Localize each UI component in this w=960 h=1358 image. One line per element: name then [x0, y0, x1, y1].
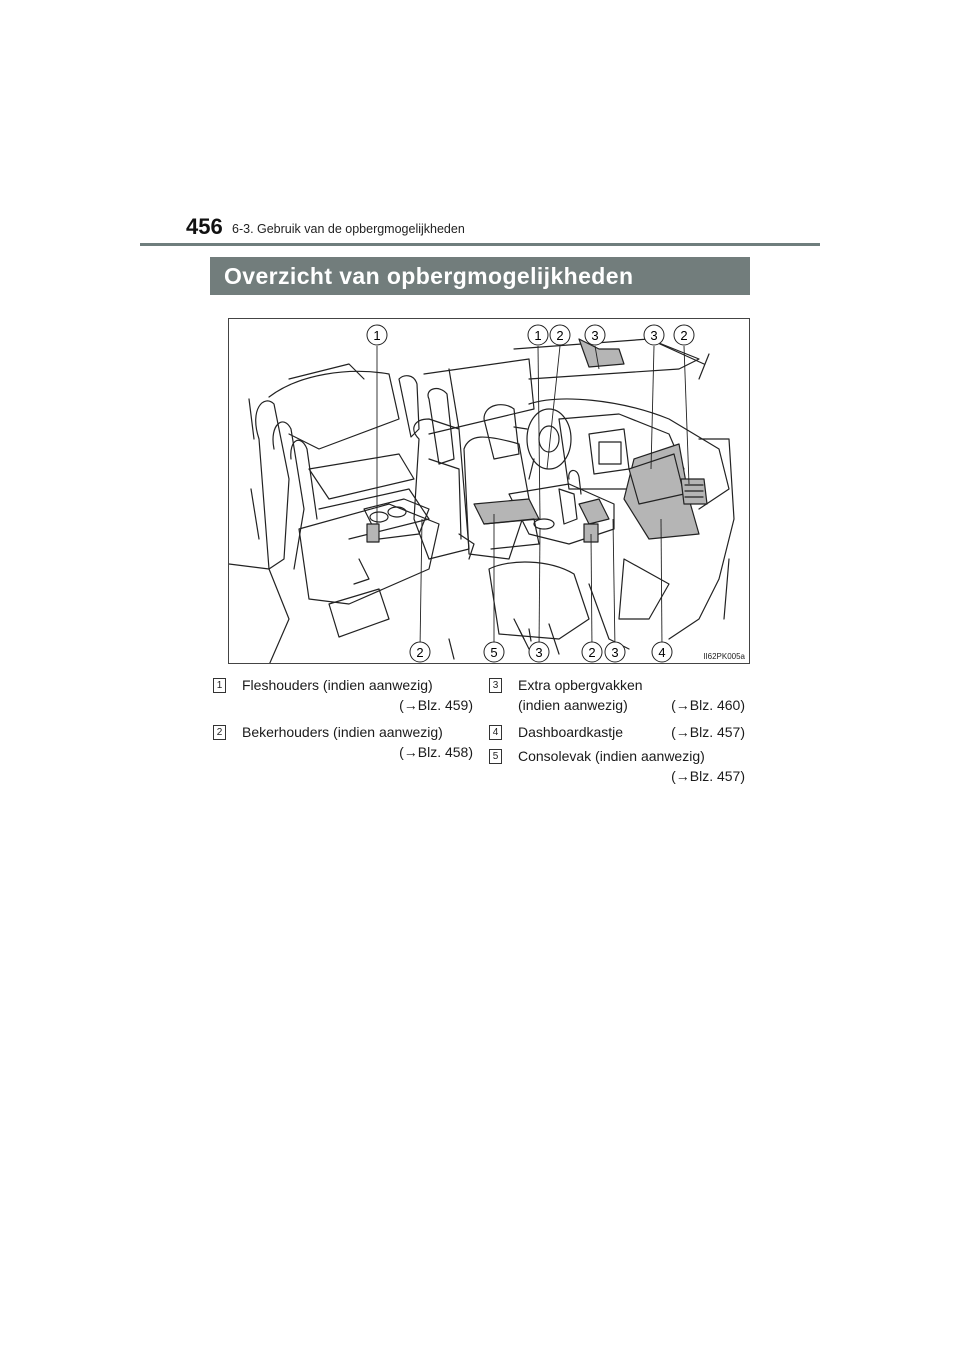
legend-number: 4 — [489, 725, 502, 740]
callout-bottom-2: 5 — [483, 641, 505, 663]
callout-label: 1 — [373, 328, 380, 343]
callout-top-1: 1 — [366, 324, 388, 346]
callout-top-2: 1 — [527, 324, 549, 346]
legend-label: Fleshouders (indien aanwezig) — [242, 677, 433, 693]
page-reference: (→Blz. 460) — [671, 697, 745, 713]
legend-item-4: 4 Dashboardkastje (→Blz. 457) — [489, 722, 745, 744]
legend-label: Bekerhouders (indien aanwezig) — [242, 724, 443, 740]
interior-illustration: 1 1 2 3 3 2 — [228, 318, 750, 664]
callout-label: 2 — [588, 645, 595, 660]
car-interior-drawing: 1 1 2 3 3 2 — [229, 324, 735, 663]
callout-bottom-4: 2 — [581, 641, 603, 663]
legend-label: Extra opbergvakken — [518, 677, 643, 693]
page-reference: (→Blz. 458) — [399, 744, 473, 760]
figure-code: II62PK005a — [703, 652, 745, 661]
chapter-title: 6-3. Gebruik van de opbergmogelijkheden — [232, 222, 465, 236]
legend-number: 3 — [489, 678, 502, 693]
callout-label: 4 — [658, 645, 665, 660]
callout-bottom-6: 4 — [651, 641, 673, 663]
legend-item-3: 3 Extra opbergvakken (indien aanwezig) (… — [489, 675, 745, 717]
page-reference: (→Blz. 457) — [671, 768, 745, 784]
section-banner: Overzicht van opbergmogelijkheden — [210, 257, 750, 295]
callout-label: 2 — [416, 645, 423, 660]
legend-label: Consolevak (indien aanwezig) — [518, 748, 705, 764]
header-rule — [140, 243, 820, 246]
callout-label: 1 — [534, 328, 541, 343]
page-reference: (→Blz. 457) — [671, 724, 745, 740]
legend-number: 1 — [213, 678, 226, 693]
callout-top-4: 3 — [584, 324, 606, 346]
callout-label: 3 — [611, 645, 618, 660]
callout-bottom-5: 3 — [604, 641, 626, 663]
callout-top-3: 2 — [549, 324, 571, 346]
callout-bottom-1: 2 — [409, 641, 431, 663]
callout-top-6: 2 — [673, 324, 695, 346]
callout-label: 2 — [680, 328, 687, 343]
callout-bottom-3: 3 — [528, 641, 550, 663]
callout-label: 5 — [490, 645, 497, 660]
page-reference: (→Blz. 459) — [399, 697, 473, 713]
callout-label: 3 — [535, 645, 542, 660]
callout-label: 2 — [556, 328, 563, 343]
legend-label: Dashboardkastje — [518, 724, 624, 740]
legend-item-2: 2 Bekerhouders (indien aanwezig) (→Blz. … — [213, 722, 473, 764]
callout-label: 3 — [591, 328, 598, 343]
legend-number: 5 — [489, 749, 502, 764]
callout-label: 3 — [650, 328, 657, 343]
legend-number: 2 — [213, 725, 226, 740]
callout-top-5: 3 — [643, 324, 665, 346]
section-title: Overzicht van opbergmogelijkheden — [224, 263, 634, 289]
page-number: 456 — [186, 214, 223, 239]
legend-item-5: 5 Consolevak (indien aanwezig) (→Blz. 45… — [489, 746, 745, 788]
legend-label-continued: (indien aanwezig) — [518, 697, 628, 713]
legend-item-1: 1 Fleshouders (indien aanwezig) (→Blz. 4… — [213, 675, 473, 717]
